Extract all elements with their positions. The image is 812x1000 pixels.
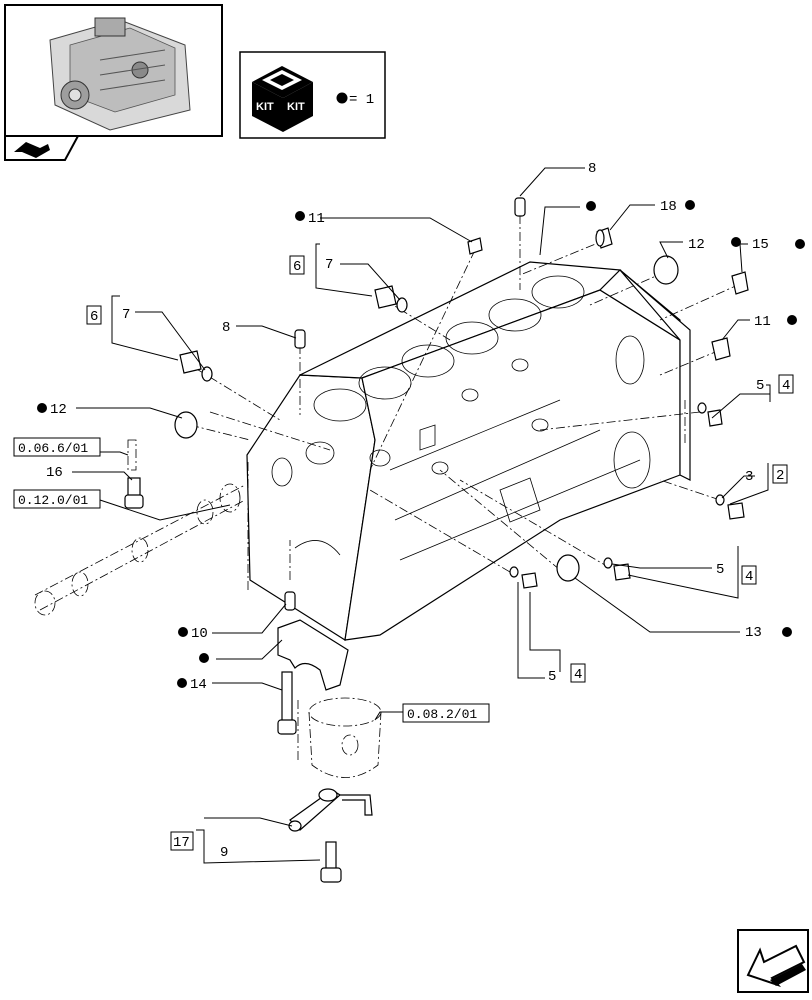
part-labels: 0.06.6/01 0.12.0/01 0.08.2/01 8 11 18 12… [18,161,790,861]
kit-badge-right: KIT [287,101,305,113]
kit-bullet-icon [336,92,348,104]
label-8-left: 8 [222,320,230,336]
engine-thumbnail-icon [49,17,191,131]
label-12-left: 12 [50,402,67,418]
kit-equals-label: = 1 [349,92,374,108]
kit-legend: KIT KIT = 1 [239,51,386,139]
label-5-right-lower: 5 [716,562,724,578]
ref-0-06-6-01[interactable]: 0.06.6/01 [18,441,88,456]
next-page-button[interactable] [737,929,809,993]
label-2: 2 [776,468,784,484]
label-3: 3 [745,469,753,485]
arrow-down-left-icon [746,944,806,988]
reference-links[interactable] [13,437,490,723]
engine-thumbnail[interactable] [4,4,223,137]
label-13: 13 [745,625,762,641]
kit-markers [37,200,805,688]
camshaft [34,483,246,616]
boxed-labels [86,255,794,851]
label-10: 10 [191,626,208,642]
small-parts [124,197,749,883]
ref-box-0-12-0-01[interactable] [13,489,101,509]
label-16: 16 [46,465,63,481]
label-11-top: 11 [308,211,325,227]
navigation-tab[interactable] [4,135,80,161]
label-14: 14 [190,677,207,693]
label-4-bottom: 4 [574,667,582,683]
label-4-right-upper: 4 [782,378,790,394]
kit-box-icon: KIT KIT [252,66,313,132]
label-5-bottom: 5 [548,669,556,685]
ref-box-0-06-6-01[interactable] [13,437,101,457]
book-arrow-icon [14,142,50,158]
label-15: 15 [752,237,769,253]
assembly-lines [189,215,741,760]
label-18: 18 [660,199,677,215]
cylinder-block[interactable] [246,261,691,641]
label-12-top: 12 [688,237,705,253]
kit-badge-left: KIT [256,101,274,113]
label-6-lower: 6 [90,309,98,325]
label-6-upper: 6 [293,259,301,275]
ref-box-0-08-2-01[interactable] [402,703,490,723]
ref-0-08-2-01[interactable]: 0.08.2/01 [407,707,477,722]
ref-0-12-0-01[interactable]: 0.12.0/01 [18,493,88,508]
label-17: 17 [173,835,190,851]
leader-lines [72,167,771,864]
label-4-right-lower: 4 [745,569,753,585]
label-11-right: 11 [754,314,771,330]
label-7-lower: 7 [122,307,130,323]
label-8-top: 8 [588,161,596,177]
label-5-right-upper: 5 [756,378,764,394]
label-9: 9 [220,845,228,861]
label-7-upper: 7 [325,257,333,273]
